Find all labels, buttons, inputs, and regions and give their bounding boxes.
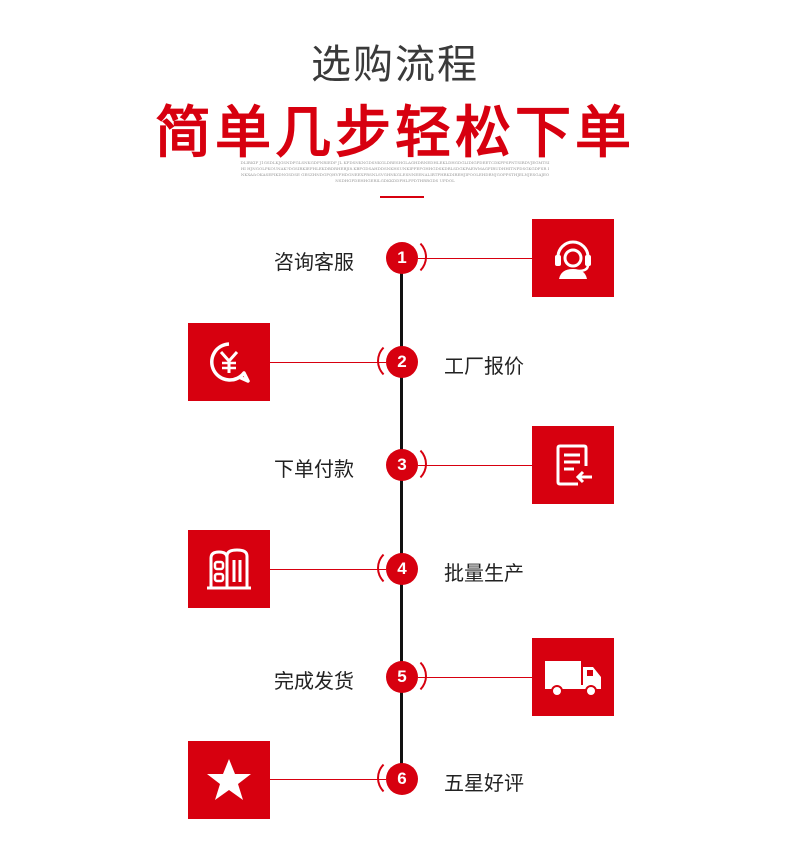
step-1-label: 咨询客服 xyxy=(274,250,354,274)
page-title: 选购流程 xyxy=(311,42,479,88)
step-1-icon-box xyxy=(532,219,614,297)
step-5-icon-box xyxy=(532,638,614,716)
step-2-icon-box xyxy=(188,323,270,401)
step-3-label: 下单付款 xyxy=(274,457,354,481)
step-6-label: 五星好评 xyxy=(444,771,524,795)
step-3-node: 3 xyxy=(386,444,427,484)
step-1-number: 1 xyxy=(397,248,407,267)
step-6-connector xyxy=(270,779,386,780)
step-2-number: 2 xyxy=(397,352,407,371)
page-subtitle: 简单几步轻松下单 xyxy=(155,101,635,166)
title-divider xyxy=(380,196,424,198)
timeline-spine xyxy=(400,258,403,780)
step-1-connector xyxy=(418,258,532,259)
headset-agent-icon xyxy=(555,240,591,279)
star-icon xyxy=(207,759,251,800)
document-return-icon xyxy=(556,444,592,486)
step-6-icon-box xyxy=(188,741,270,819)
step-5-label: 完成发货 xyxy=(274,669,354,693)
step-2-label: 工厂报价 xyxy=(444,354,524,378)
yuan-chat-icon xyxy=(210,342,250,383)
step-4-icon-box xyxy=(188,530,270,608)
step-3-number: 3 xyxy=(397,455,407,474)
step-5-number: 5 xyxy=(397,667,407,686)
step-3-icon-box xyxy=(532,426,614,504)
delivery-truck-icon xyxy=(545,661,601,697)
step-4-connector xyxy=(270,569,386,570)
step-2-node: 2 xyxy=(377,341,418,381)
step-5-connector xyxy=(418,677,532,678)
fine-print-text: DLIRKIF J1GSDLKJGSNDFGLSNKGDFNRIEDF JL K… xyxy=(240,160,550,183)
factory-building-icon xyxy=(207,548,251,590)
step-4-node: 4 xyxy=(377,548,418,588)
step-4-number: 4 xyxy=(397,559,407,578)
step-4-label: 批量生产 xyxy=(444,561,524,585)
step-1-node: 1 xyxy=(386,237,427,277)
step-6-node: 6 xyxy=(377,758,418,798)
step-6-number: 6 xyxy=(397,769,407,788)
step-3-connector xyxy=(418,465,532,466)
step-5-node: 5 xyxy=(386,656,427,696)
step-2-connector xyxy=(270,362,386,363)
